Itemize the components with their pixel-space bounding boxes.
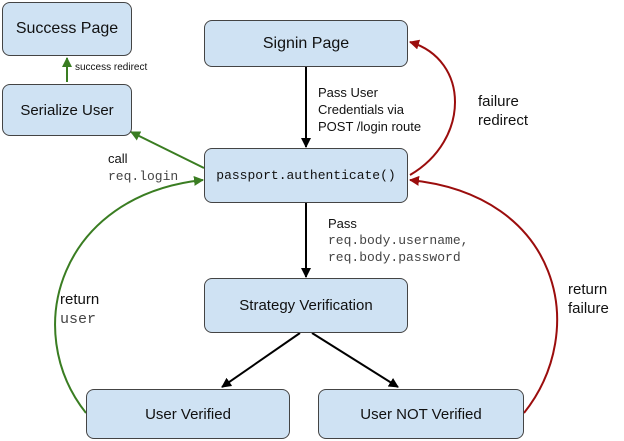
label-return-failure-line-1: return [568, 281, 608, 298]
label-call-req-login: call req.login [108, 150, 178, 186]
node-passport-authenticate-label: passport.authenticate() [216, 168, 396, 183]
edge-return-user [54, 175, 204, 414]
label-call-text: call [108, 151, 128, 166]
node-success-page: Success Page [2, 2, 132, 56]
label-pass-credentials: Pass User Credentials via POST /login ro… [318, 84, 421, 135]
edge-call-req-login [130, 131, 205, 169]
node-passport-authenticate: passport.authenticate() [204, 148, 408, 203]
label-pass-credentials-line-1: Pass User [318, 85, 378, 100]
node-strategy-verification-label: Strategy Verification [239, 297, 373, 314]
label-failure-redirect: failure redirect [478, 92, 528, 130]
edge-strategy-to-verified [221, 332, 301, 388]
edge-failure-redirect [409, 39, 456, 176]
edge-strategy-to-not-verified [311, 332, 399, 388]
label-success-redirect: success redirect [75, 62, 147, 74]
label-return-user-code: user [60, 311, 97, 328]
label-call-code: req.login [108, 169, 179, 184]
node-user-verified: User Verified [86, 389, 290, 439]
label-return-failure: return failure [568, 280, 609, 318]
node-strategy-verification: Strategy Verification [204, 278, 408, 333]
node-signin-page: Signin Page [204, 20, 408, 67]
label-pass-body: Pass req.body.username, req.body.passwor… [328, 215, 468, 266]
node-serialize-user-label: Serialize User [20, 101, 114, 119]
node-user-not-verified-label: User NOT Verified [360, 405, 482, 423]
label-failure-redirect-line-1: failure [478, 93, 519, 110]
node-user-not-verified: User NOT Verified [318, 389, 524, 439]
node-signin-page-label: Signin Page [262, 34, 350, 52]
label-pass-text: Pass [328, 216, 357, 231]
label-return-failure-line-2: failure [568, 300, 609, 317]
label-success-redirect-text: success redirect [75, 62, 148, 73]
label-return-user-text: return [60, 291, 100, 308]
label-pass-code-1: req.body.username, [328, 233, 469, 248]
label-pass-code-2: req.body.password [328, 250, 461, 265]
label-pass-credentials-line-3: POST /login route [318, 119, 422, 134]
label-failure-redirect-line-2: redirect [478, 112, 529, 129]
node-user-verified-label: User Verified [145, 405, 231, 423]
node-success-page-label: Success Page [15, 20, 119, 37]
label-return-user: return user [60, 290, 99, 330]
node-serialize-user: Serialize User [2, 84, 132, 136]
label-pass-credentials-line-2: Credentials via [318, 102, 404, 117]
edge-return-failure [409, 175, 558, 414]
